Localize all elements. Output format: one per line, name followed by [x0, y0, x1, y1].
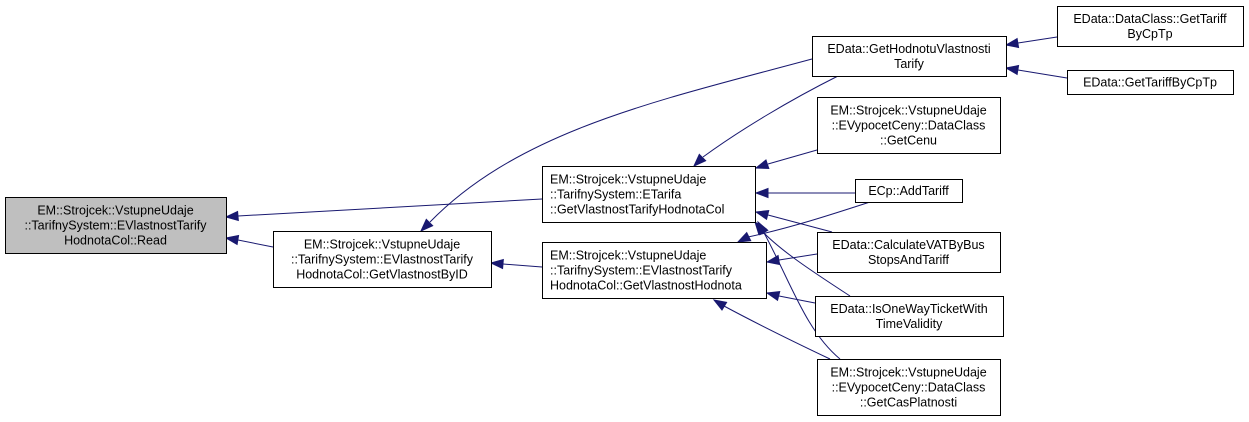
arrowhead-icon [692, 153, 707, 168]
edge-getcenu-to-etarifa [754, 149, 818, 170]
edge-oneway-to-gethodnota [765, 290, 816, 304]
arrowhead-icon [754, 159, 770, 170]
node-label-line: EM::Strojcek::VstupneUdaje [830, 104, 986, 118]
node-label-line: TimeValidity [876, 317, 943, 331]
arrowhead-icon [765, 254, 781, 266]
node-label-line: EM::Strojcek::VstupneUdaje [304, 238, 460, 252]
edge-line [747, 201, 871, 238]
node-label-line: ECp::AddTariff [868, 184, 949, 198]
node-label-line: EM::Strojcek::VstupneUdaje [830, 366, 986, 380]
node-label-line: ::EVypocetCeny::DataClass [832, 381, 986, 395]
node-getcenu[interactable]: EM::Strojcek::VstupneUdaje::EVypocetCeny… [817, 97, 1001, 154]
node-label-line: ::GetCasPlatnosti [860, 396, 957, 410]
node-label-line: EData::DataClass::GetTariff [1073, 12, 1227, 26]
edge-line [429, 58, 813, 223]
node-gethodnota[interactable]: EM::Strojcek::VstupneUdaje::TarifnySyste… [542, 242, 767, 299]
node-label-line: ::EVypocetCeny::DataClass [832, 119, 986, 133]
node-box [1067, 70, 1234, 95]
node-label-line: ::TarifnySystem::ETarifa [550, 188, 681, 202]
edge-line [761, 230, 851, 297]
edge-line [237, 198, 543, 217]
node-label-line: EData::CalculateVATByBus [832, 238, 984, 252]
node-label-line: HodnotaCol::GetVlastnostHodnota [550, 279, 742, 293]
edge-line [237, 239, 274, 248]
edge-calcvat-to-etarifa [754, 209, 833, 233]
node-box [5, 197, 227, 254]
edge-line [778, 295, 816, 304]
node-dcgettariff[interactable]: EData::DataClass::GetTariffByCpTp [1057, 6, 1244, 47]
edge-line [762, 230, 841, 360]
edge-line [1017, 69, 1068, 79]
arrowhead-icon [1004, 64, 1020, 76]
arrowhead-icon [765, 290, 781, 302]
node-label-line: EData::IsOneWayTicketWith [830, 302, 987, 316]
edge-line [502, 263, 543, 268]
arrowhead-icon [754, 187, 769, 199]
node-box [542, 242, 767, 299]
edge-addtariff-to-gethodnota [736, 201, 871, 243]
edge-gethodnota-to-getbyid [489, 258, 543, 270]
edge-getcas-to-etarifa [757, 220, 841, 360]
node-getcas[interactable]: EM::Strojcek::VstupneUdaje::EVypocetCeny… [817, 359, 1001, 416]
node-addtariff[interactable]: ECp::AddTariff [855, 179, 963, 203]
arrowhead-icon [754, 209, 770, 221]
node-getbyid[interactable]: EM::Strojcek::VstupneUdaje::TarifnySyste… [273, 231, 492, 288]
arrowhead-icon [757, 220, 769, 236]
node-label-line: EM::Strojcek::VstupneUdaje [550, 173, 706, 187]
edge-line [767, 149, 818, 165]
node-box [1057, 6, 1244, 47]
node-label-line: EM::Strojcek::VstupneUdaje [37, 204, 193, 218]
nodes-layer: EM::Strojcek::VstupneUdaje::TarifnySyste… [5, 6, 1244, 416]
node-box [812, 36, 1007, 77]
node-label-line: StopsAndTariff [868, 253, 950, 267]
node-box [817, 97, 1001, 154]
node-label-line: HodnotaCol::GetVlastnostByID [296, 268, 468, 282]
node-label-line: HodnotaCol::Read [64, 234, 167, 248]
edge-gettariff-to-gethodnotu [1004, 64, 1068, 79]
node-label-line: ::GetCenu [880, 134, 937, 148]
node-label-line: ::TarifnySystem::EVlastnostTarify [550, 264, 733, 278]
node-label-line: EData::GetHodnotuVlastnosti [827, 42, 990, 56]
edge-getcas-to-gethodnota [712, 299, 831, 360]
node-label-line: ByCpTp [1127, 27, 1172, 41]
edge-etarifa-to-read [224, 198, 543, 222]
node-box [817, 232, 1001, 273]
node-gettariff[interactable]: EData::GetTariffByCpTp [1067, 70, 1234, 95]
edge-gethodnotu-to-etarifa [692, 75, 839, 168]
node-box [273, 231, 492, 288]
node-box [542, 166, 756, 223]
arrowhead-icon [224, 210, 239, 222]
node-label-line: ::TarifnySystem::EVlastnostTarify [24, 219, 207, 233]
node-box [815, 296, 1004, 337]
node-etarifa[interactable]: EM::Strojcek::VstupneUdaje::TarifnySyste… [542, 166, 756, 223]
edge-dcgettariff-to-gethodnotu [1004, 36, 1058, 49]
edge-line [702, 75, 839, 158]
edge-addtariff-to-etarifa [754, 187, 855, 199]
arrowhead-icon [224, 234, 240, 246]
edge-gethodnotu-to-getbyid [419, 58, 813, 233]
node-label-line: EData::GetTariffByCpTp [1083, 76, 1217, 90]
edge-line [723, 305, 831, 360]
node-label-line: Tarify [894, 57, 925, 71]
edges-layer [224, 36, 1068, 360]
node-label-line: ::GetVlastnostTarifyHodnotaCol [550, 203, 724, 217]
arrowhead-icon [712, 299, 728, 311]
node-box [855, 179, 963, 203]
edge-line [1017, 36, 1058, 44]
node-label-line: EM::Strojcek::VstupneUdaje [550, 249, 706, 263]
node-box [817, 359, 1001, 416]
edge-calcvat-to-gethodnota [765, 253, 818, 266]
arrowhead-icon [1004, 37, 1020, 49]
arrowhead-icon [489, 258, 504, 270]
edge-line [778, 253, 818, 261]
arrowhead-icon [419, 218, 434, 233]
edge-getbyid-to-read [224, 234, 274, 248]
node-label-line: ::TarifnySystem::EVlastnostTarify [291, 253, 474, 267]
arrowhead-icon [736, 231, 752, 243]
node-read[interactable]: EM::Strojcek::VstupneUdaje::TarifnySyste… [5, 197, 227, 254]
